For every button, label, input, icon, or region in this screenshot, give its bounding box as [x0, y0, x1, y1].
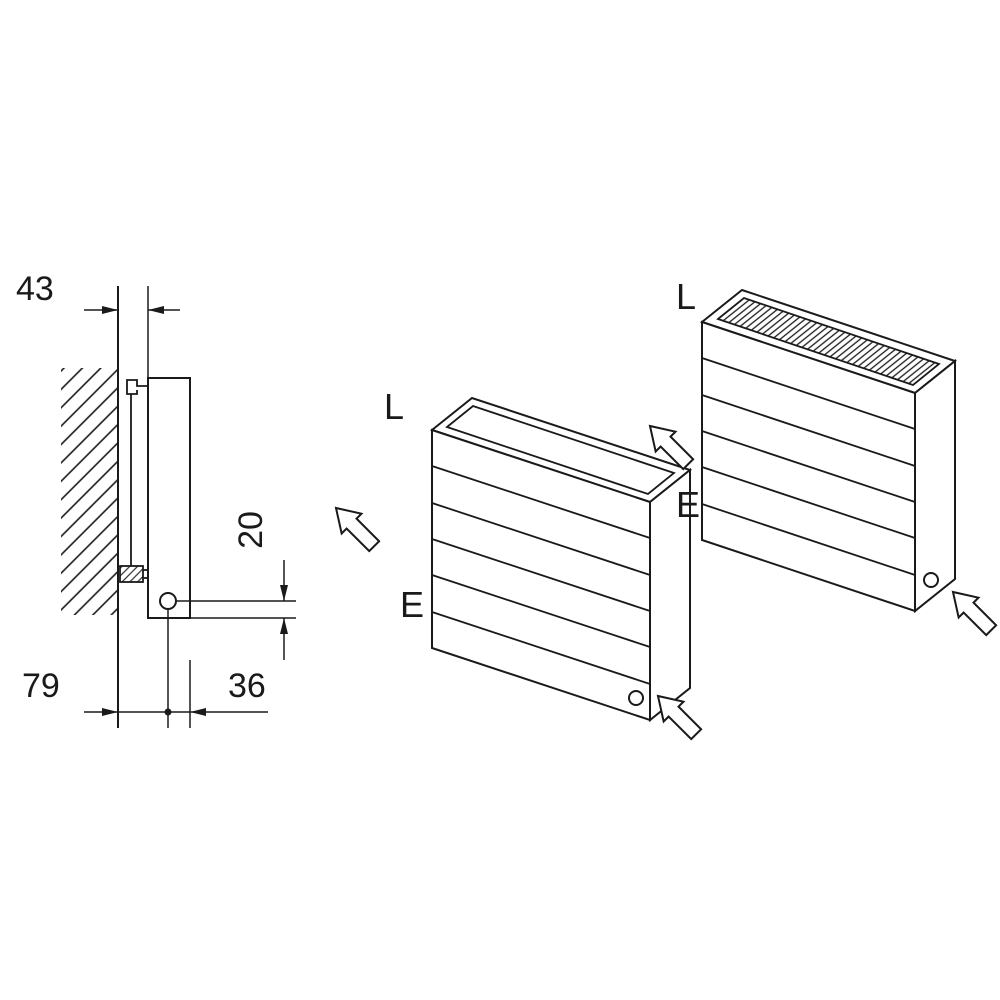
- arrowhead: [280, 618, 288, 634]
- wall-hatch: [61, 368, 118, 615]
- radiator-open-top: L E: [325, 386, 708, 746]
- label-bottom-connection: E: [400, 584, 424, 625]
- front-slat-lines: [431, 465, 651, 685]
- label-top-connection: L: [384, 386, 404, 427]
- bracket-bottom-fitting: [119, 565, 144, 583]
- arrowhead: [190, 708, 206, 716]
- label-bottom-connection: E: [676, 484, 700, 525]
- dimension-datum-dot: [164, 708, 172, 716]
- flow-arrow: [942, 581, 1000, 642]
- mounting-bracket: [119, 379, 148, 583]
- arrowhead: [102, 708, 118, 716]
- dim-label-20: 20: [232, 511, 270, 549]
- side-view-drawing: 43 20 79 36: [16, 270, 296, 728]
- pipe-connection-circle: [159, 592, 177, 610]
- arrowhead: [102, 306, 118, 314]
- front-slat-lines: [701, 357, 916, 576]
- dim-label-79: 79: [22, 667, 60, 705]
- radiator-grille-top: L E: [639, 276, 1000, 642]
- dimension-43: 43: [16, 270, 180, 378]
- pipe-connection-circle: [923, 572, 939, 588]
- pipe-connection-circle: [628, 690, 644, 706]
- dimension-20: 20: [176, 511, 296, 660]
- top-grille: [716, 296, 941, 387]
- label-top-connection: L: [676, 276, 696, 317]
- top-opening: [445, 404, 676, 496]
- flow-arrow: [325, 497, 386, 558]
- arrowhead: [148, 306, 164, 314]
- dim-label-43: 43: [16, 270, 54, 308]
- wall-section: [61, 286, 119, 728]
- radiator-side-profile: [147, 377, 191, 619]
- bracket-top-clip: [126, 379, 148, 395]
- dim-label-36: 36: [228, 667, 266, 705]
- arrowhead: [280, 585, 288, 601]
- dimension-79-36: 79 36: [22, 609, 268, 728]
